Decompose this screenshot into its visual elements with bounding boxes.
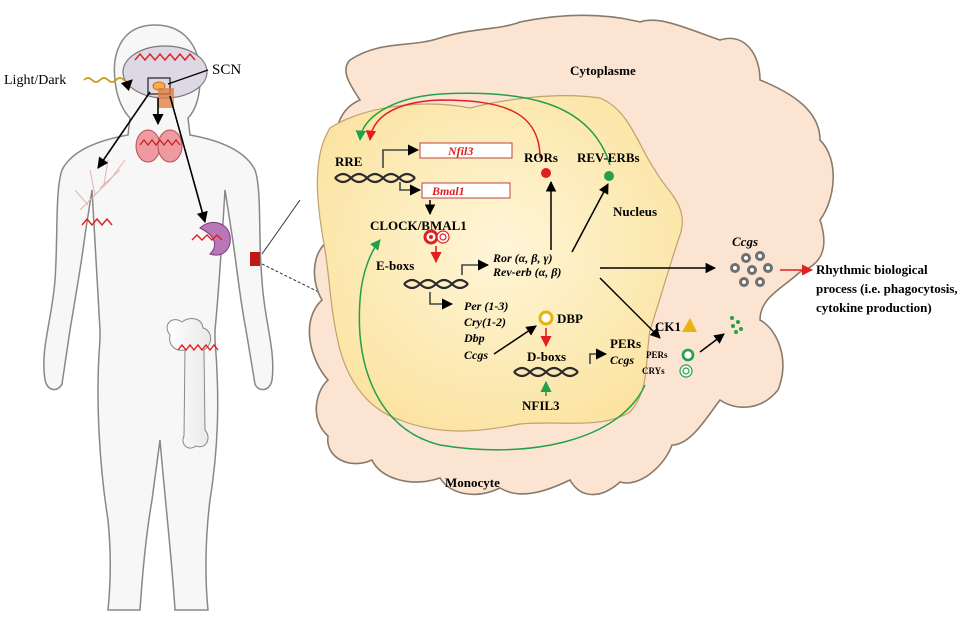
arrow-dboxes-pers bbox=[589, 348, 608, 364]
arrow-brain-kidney bbox=[169, 95, 208, 224]
nfil3-gene-box bbox=[419, 142, 513, 159]
arrow-to-degradation bbox=[699, 333, 725, 353]
kidney bbox=[191, 221, 231, 256]
label-clock-bmal1: CLOCK/BMAL1 bbox=[370, 218, 467, 233]
label-rors: RORs bbox=[524, 150, 558, 165]
arrow-to-bmal1 bbox=[399, 182, 422, 196]
label-rhythmic-3: cytokine production) bbox=[816, 300, 932, 315]
label-rre: RRE bbox=[335, 154, 362, 169]
rors-dot bbox=[541, 168, 551, 178]
label-cytoplasme: Cytoplasme bbox=[570, 63, 636, 78]
label-reverbs: REV-ERBs bbox=[577, 150, 640, 165]
label-pers-out: PERs bbox=[610, 336, 641, 351]
monocyte-cell: Cytoplasme Nucleus Monocyte RRE Nfil3 Bm… bbox=[308, 14, 834, 496]
label-light-dark: Light/Dark bbox=[4, 73, 66, 88]
clock-bmal1-complex bbox=[423, 229, 450, 245]
label-reverb-gene: Rev-erb (α, β) bbox=[492, 265, 561, 279]
zoom-line-1 bbox=[261, 199, 301, 255]
dna-rre bbox=[334, 172, 416, 184]
label-dboxes: D-boxs bbox=[527, 349, 566, 364]
degradation-dots bbox=[730, 316, 743, 334]
body-outline bbox=[43, 24, 274, 611]
green-feedback-arc-top bbox=[355, 92, 611, 166]
label-rhythmic-2: process (i.e. phagocytosis, bbox=[816, 281, 957, 296]
label-bmal1-gene: Bmal1 bbox=[431, 184, 465, 198]
dna-eboxes bbox=[403, 278, 469, 290]
red-feedback-arc bbox=[365, 99, 541, 159]
label-ror-gene: Ror (α, β, γ) bbox=[492, 251, 552, 265]
reverbs-dot bbox=[604, 171, 614, 181]
label-per-gene: Per (1-3) bbox=[464, 299, 508, 313]
label-nfil3-gene: Nfil3 bbox=[447, 144, 473, 158]
brain-wave bbox=[134, 52, 196, 62]
arrow-to-nfil3 bbox=[382, 144, 420, 168]
arrow-to-reverbs bbox=[571, 183, 609, 253]
crys-small-icon bbox=[679, 364, 693, 378]
vessel-focus bbox=[250, 252, 260, 266]
label-ccgs-out: Ccgs bbox=[610, 353, 634, 367]
human-body: Light/Dark SCN bbox=[4, 24, 346, 611]
label-pers-small: PERs bbox=[646, 350, 668, 360]
label-dbp-gene: Dbp bbox=[463, 331, 485, 345]
thyroid bbox=[135, 129, 183, 163]
femur bbox=[166, 318, 219, 449]
bmal1-gene-box bbox=[421, 182, 511, 199]
label-scn: SCN bbox=[212, 62, 241, 78]
arrow-brain-arm bbox=[97, 91, 151, 169]
label-cry-gene: Cry(1-2) bbox=[464, 315, 506, 329]
label-eboxes: E-boxs bbox=[376, 258, 414, 273]
arrow-eboxes-per bbox=[429, 292, 454, 310]
light-wave bbox=[83, 77, 133, 92]
label-nfil3: NFIL3 bbox=[522, 398, 560, 413]
label-rhythmic-1: Rhythmic biological bbox=[816, 262, 928, 277]
label-monocyte: Monocyte bbox=[445, 475, 500, 490]
dbp-icon bbox=[538, 310, 554, 326]
nucleus bbox=[316, 95, 683, 432]
ccgs-cluster bbox=[730, 251, 773, 287]
label-ccgs-top: Ccgs bbox=[732, 234, 758, 249]
vessel-tree bbox=[74, 159, 126, 227]
dna-dboxes bbox=[513, 366, 579, 378]
arrow-scn-pointer bbox=[167, 69, 209, 85]
green-feedback-arc-bottom bbox=[358, 239, 646, 451]
label-crys-small: CRYs bbox=[642, 366, 665, 376]
label-ck1: CK1 bbox=[655, 319, 681, 334]
pers-small-icon bbox=[681, 348, 695, 362]
brainstem bbox=[158, 88, 174, 108]
arrow-to-dbp bbox=[493, 325, 537, 355]
label-nucleus: Nucleus bbox=[613, 204, 657, 219]
ck1-triangle bbox=[682, 318, 697, 332]
arrow-eboxes-ror bbox=[461, 259, 490, 275]
label-ccgs-gene: Ccgs bbox=[464, 348, 488, 362]
arrow-to-ck1 bbox=[599, 277, 661, 339]
label-dbp: DBP bbox=[557, 311, 583, 326]
